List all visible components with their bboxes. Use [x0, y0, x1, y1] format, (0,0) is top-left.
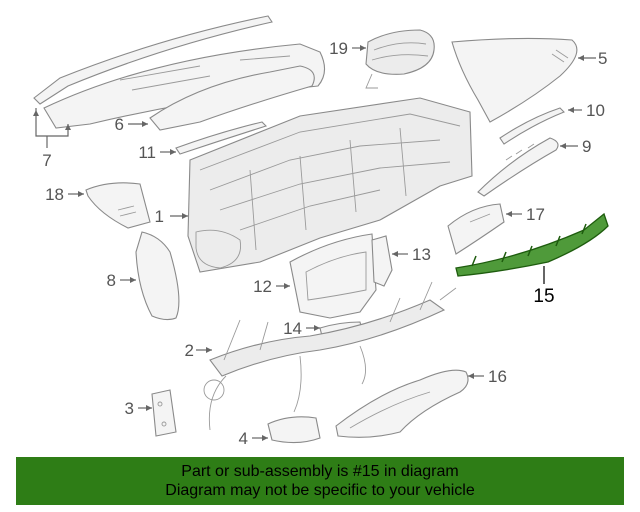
- dashboard-exploded-diagram: 1 2 3 4 5 6 7 8 9 10 11 12 13 14 15 16 1…: [33, 15, 609, 448]
- part-3-bracket: [138, 389, 177, 437]
- callout-3[interactable]: 3: [125, 399, 134, 418]
- callout-16[interactable]: 16: [488, 367, 507, 386]
- callout-10[interactable]: 10: [586, 101, 605, 120]
- part-9-vent-trim: [477, 137, 578, 197]
- part-8-side-cover: [120, 231, 180, 321]
- vehicle-fit-banner: Part or sub-assembly is #15 in diagram D…: [16, 457, 624, 505]
- callout-14[interactable]: 14: [283, 319, 302, 338]
- callout-6[interactable]: 6: [115, 115, 124, 134]
- callout-15[interactable]: 15: [533, 286, 554, 307]
- part-10-trim: [499, 107, 582, 145]
- callout-7[interactable]: 7: [42, 151, 51, 170]
- callout-12[interactable]: 12: [253, 277, 272, 296]
- callout-8[interactable]: 8: [107, 271, 116, 290]
- callout-17[interactable]: 17: [526, 205, 545, 224]
- callout-1[interactable]: 1: [155, 207, 164, 226]
- part-7-dash-pad-strip: [33, 15, 326, 148]
- callout-18[interactable]: 18: [45, 185, 64, 204]
- banner-line-1: Part or sub-assembly is #15 in diagram: [181, 463, 459, 480]
- callout-labels: 1 2 3 4 5 6 7 8 9 10 11 12 13 14 15 16 1…: [42, 39, 607, 448]
- part-17-bracket: [447, 203, 522, 255]
- part-1-instrument-panel-carrier: [170, 97, 473, 273]
- callout-19[interactable]: 19: [329, 39, 348, 58]
- callout-4[interactable]: 4: [239, 429, 248, 448]
- callout-13[interactable]: 13: [412, 245, 431, 264]
- callout-2[interactable]: 2: [185, 341, 194, 360]
- part-18-left-end-cap: [68, 182, 151, 229]
- banner-line-2: Diagram may not be specific to your vehi…: [165, 482, 475, 499]
- callout-arrowheads: [33, 45, 584, 441]
- callout-5[interactable]: 5: [598, 49, 607, 68]
- part-19-airbag-module: [352, 29, 435, 89]
- part-12-cluster-bezel: [276, 233, 377, 319]
- part-2-cross-car-beam: [196, 281, 457, 431]
- part-13-small-panel: [371, 235, 408, 287]
- part-4-support-brace: [252, 416, 321, 444]
- part-15-trim-strip-highlighted: [455, 212, 609, 284]
- callout-11[interactable]: 11: [138, 143, 156, 162]
- part-5-end-panel: [451, 37, 596, 123]
- part-16-glove-box: [335, 369, 484, 438]
- callout-9[interactable]: 9: [582, 137, 591, 156]
